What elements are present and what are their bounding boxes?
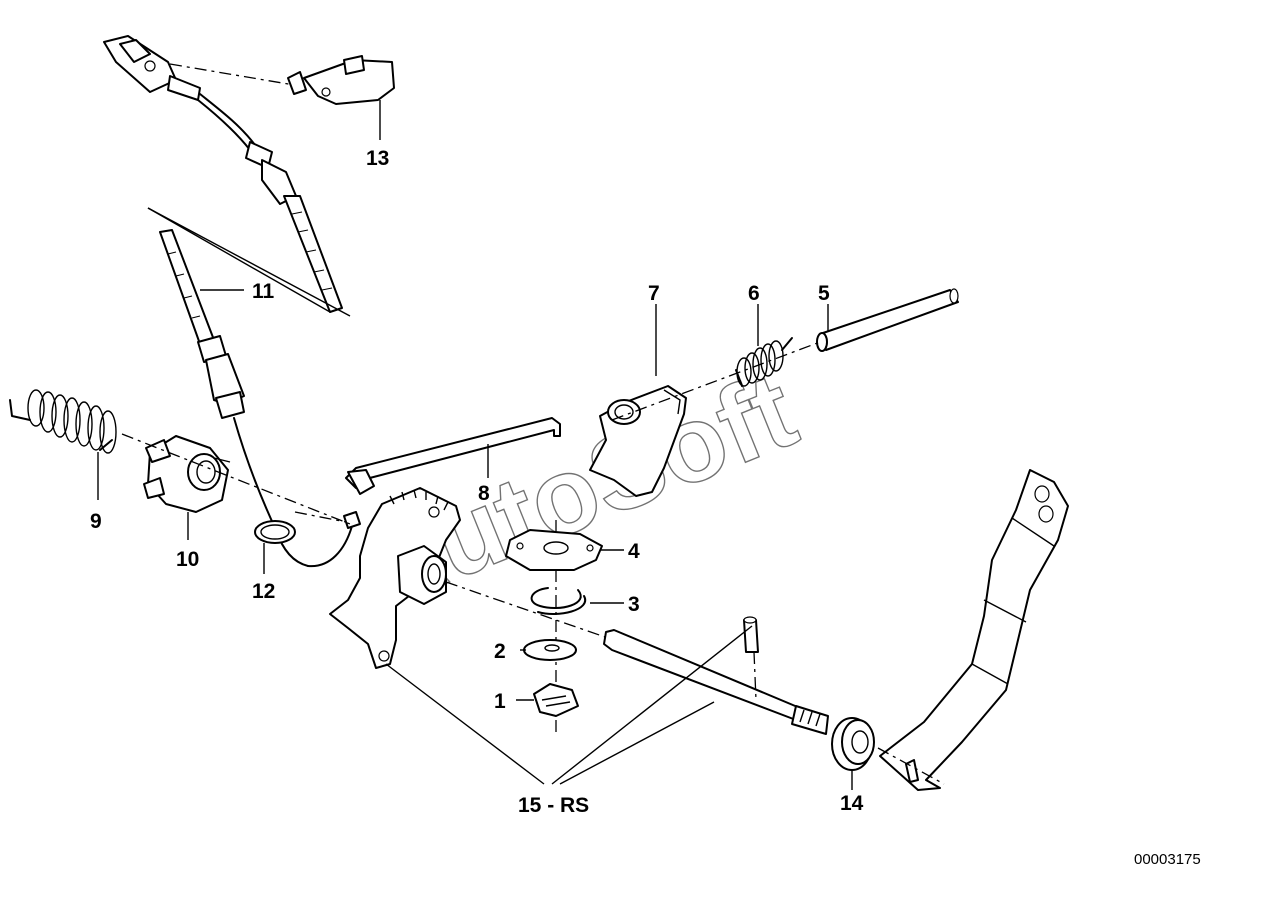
callout-3: 3 (628, 593, 640, 616)
leader-dash-12 (294, 511, 347, 523)
bowden-cable-part-11 (147, 207, 353, 568)
callout-10: 10 (176, 548, 199, 571)
callout-8: 8 (478, 482, 490, 505)
callout-6: 6 (748, 282, 760, 305)
callout-2: 2 (494, 640, 506, 663)
leader-dash-13 (169, 63, 301, 87)
washer-part-2 (523, 639, 577, 661)
axis-line-top (611, 341, 821, 421)
spring-part-6 (735, 337, 793, 387)
axis-line-centre (445, 581, 609, 639)
spring-part-9 (9, 389, 117, 454)
pin-part-5 (816, 288, 959, 352)
callout-14: 14 (840, 792, 864, 815)
pin (743, 616, 759, 653)
callout-7: 7 (648, 282, 660, 305)
callout-13: 13 (366, 147, 389, 170)
callout-4: 4 (628, 540, 640, 563)
clevis-part-13 (287, 55, 395, 105)
bearing-part-10 (143, 435, 231, 513)
ring-part-12 (254, 511, 361, 544)
callout-5: 5 (818, 282, 830, 305)
callout-11: 11 (252, 280, 275, 303)
shaft (603, 629, 829, 735)
lock-clip-part-1 (533, 683, 579, 717)
plate-part-4 (505, 529, 603, 571)
callout-1: 1 (494, 690, 506, 713)
callout-9: 9 (90, 510, 102, 533)
bush-part-14 (831, 717, 875, 771)
lever-bracket (329, 487, 461, 669)
drawing-number: 00003175 (1134, 851, 1201, 868)
cable-end-fitting (103, 35, 343, 313)
rod-part-8 (345, 417, 561, 495)
clip-part-3 (530, 587, 587, 616)
callout-12: 12 (252, 580, 275, 603)
callout-15-rs: 15 - RS (518, 794, 589, 817)
axis-line-left (121, 433, 351, 525)
axis-line-pin (753, 651, 757, 701)
leaders-15-rs (385, 625, 753, 785)
pedal-lever-arm (879, 469, 1069, 791)
